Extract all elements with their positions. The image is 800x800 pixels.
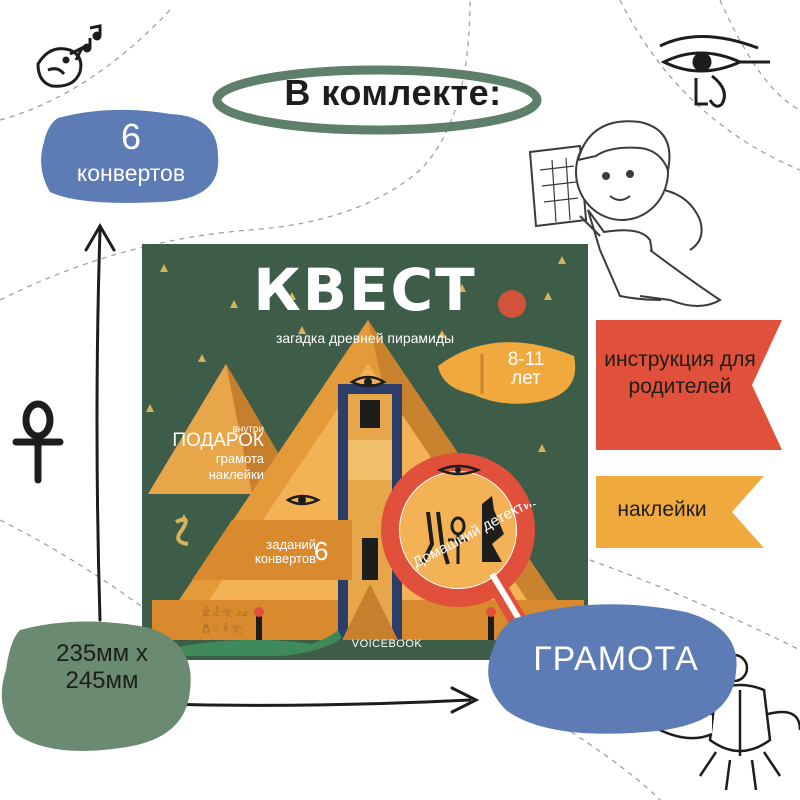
envelopes-count: 6 [120, 116, 142, 157]
gift-label: ПОДАРОК [172, 430, 264, 451]
arrow-icon [158, 686, 480, 714]
page-title: В комлекте: [284, 72, 502, 113]
svg-text:𓀀 𓁐 𓂀 𓃭: 𓀀 𓁐 𓂀 𓃭 [202, 607, 248, 619]
product-box: 𓀀 𓁐 𓂀 𓃭 𓆣 𓇳 𓋹 𓂀 [142, 244, 588, 660]
product-title: КВЕСТ [253, 256, 477, 324]
bird-with-note-icon [36, 24, 102, 88]
diploma-small-label: грамота [215, 451, 264, 466]
parents-instruction-label: инструкция для родителей [604, 348, 756, 398]
yellow-ribbon [596, 476, 764, 548]
svg-text:𓆣 𓇳 𓋹 𓂀: 𓆣 𓇳 𓋹 𓂀 [202, 623, 242, 635]
product-subtitle: загадка древней пирамиды [275, 330, 455, 346]
dimensions-text: 235мм x 245мм [56, 640, 148, 694]
arrow-icon [84, 223, 116, 622]
inside-label: внутри [232, 424, 264, 435]
red-ribbon [596, 320, 782, 450]
magnifier-text: Домашний детектив [410, 504, 542, 572]
dimensions-blob [1, 621, 191, 751]
product-box-art: 𓀀 𓁐 𓂀 𓃭 𓆣 𓇳 𓋹 𓂀 [146, 256, 584, 656]
envelopes-blob [41, 109, 219, 203]
girl-illustration [528, 120, 722, 307]
tasks-count: 6 [314, 536, 329, 566]
ankh-icon [12, 400, 64, 484]
stickers-ribbon-label: наклейки [617, 498, 707, 521]
magnifier-caption: Домашний детектив [410, 504, 542, 572]
heading-oval [212, 65, 542, 135]
tasks-label: заданий конвертов [254, 537, 316, 566]
diploma-blob [488, 604, 737, 734]
eye-of-horus-icon [659, 34, 770, 108]
publisher-logo: VOICEBOOK [351, 638, 423, 650]
age-badge: 8-11 лет [507, 349, 545, 389]
diploma-label: ГРАМОТА [533, 640, 699, 678]
envelopes-label: конвертов [76, 160, 186, 186]
stickers-small-label: наклейки [208, 467, 264, 482]
